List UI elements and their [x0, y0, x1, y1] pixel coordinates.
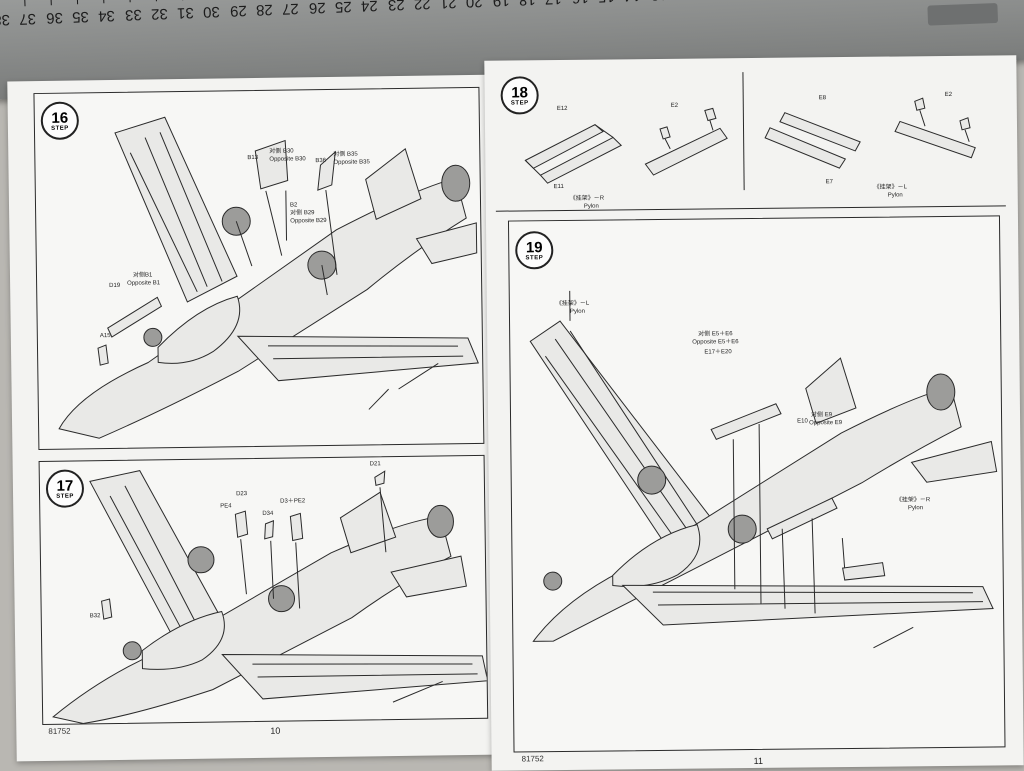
kit-code: 81752 — [48, 727, 70, 736]
ruler-tick — [156, 0, 157, 1]
label-e5-e6-opposite: Opposite E5＋E6 — [692, 339, 738, 346]
ruler-number: 14 — [624, 0, 641, 4]
ruler-tick — [24, 0, 25, 6]
ruler-number: 34 — [98, 7, 115, 25]
label-e17-e20: E17＋E20 — [704, 349, 731, 356]
kit-code: 81752 — [522, 754, 544, 763]
page-number: 11 — [754, 756, 763, 766]
ruler-number: 38 — [0, 11, 10, 29]
ruler-number: 22 — [413, 0, 430, 12]
label-b13: B13 — [247, 155, 258, 162]
ruler-number: 30 — [203, 3, 220, 21]
label-d1: 对侧B1 — [133, 272, 152, 279]
label-b36: B36 — [315, 158, 326, 165]
ruler-tick — [51, 0, 52, 5]
ruler-number: 19 — [492, 0, 509, 9]
label-b35-opposite: Opposite B35 — [333, 159, 369, 167]
step-18-pylon-illustration — [494, 65, 1005, 210]
ruler-number: 11 — [702, 0, 718, 1]
label-d3-pe2: D3＋PE2 — [280, 498, 305, 505]
label-pylon-r: 《挂架》－R — [570, 196, 604, 203]
label-a15: A15 — [100, 333, 111, 340]
ruler-number: 20 — [466, 0, 483, 10]
label-e10: E10 — [797, 418, 808, 425]
label-pylon-r-en: Pylon — [908, 505, 923, 512]
label-pylon-l: 《挂架》－L — [556, 301, 589, 308]
label-b30-opposite: Opposite B30 — [269, 156, 305, 164]
label-pylon-l: 《挂架》－L — [874, 184, 907, 191]
label-b32: B32 — [90, 613, 101, 620]
ruler-number: 28 — [256, 1, 273, 19]
label-d23: D23 — [236, 491, 247, 498]
ruler-number: 32 — [151, 5, 168, 23]
label-e8: E8 — [819, 95, 826, 102]
step-18-panel: 18 STEP E12 E11 E2 E8 E7 E2 — [494, 65, 1005, 211]
ruler-number: 23 — [387, 0, 404, 13]
label-pe4: PE4 — [220, 503, 231, 510]
ruler-number: 21 — [440, 0, 457, 11]
step-16-aircraft-illustration — [34, 88, 483, 449]
ruler-number: 37 — [19, 10, 36, 28]
ruler-tick — [129, 0, 130, 2]
step-19-aircraft-illustration — [509, 216, 1005, 751]
ruler-tick — [77, 0, 78, 4]
ruler-number: 25 — [335, 0, 352, 15]
ruler-number: 17 — [545, 0, 562, 7]
ruler-number: 24 — [361, 0, 378, 14]
ruler-number: 13 — [650, 0, 667, 3]
page-number: 10 — [270, 726, 280, 736]
label-e5-e6: 对侧 E5＋E6 — [698, 331, 732, 338]
step-19-panel: 19 STEP 《挂架》－L Pylon 对侧 E5＋E6 Opposite E… — [508, 215, 1006, 752]
label-pylon-l-en: Pylon — [570, 309, 585, 316]
label-e9: 对侧 E9 — [811, 412, 832, 419]
ruler-numbers: 38 37 36 35 34 33 32 31 30 29 28 27 26 25 24 23 22 21 20 19… — [0, 0, 1024, 36]
label-d34: D34 — [262, 511, 273, 518]
ruler-number: 27 — [282, 0, 299, 17]
ruler-number: 15 — [597, 0, 614, 5]
label-b2: B2 — [290, 202, 297, 209]
ruler-number: 12 — [676, 0, 693, 2]
label-d1-opposite: Opposite B1 — [127, 280, 160, 287]
step-16-panel: 16 STEP — [33, 87, 484, 450]
label-b29: 对侧 B29 — [290, 210, 314, 217]
step-17-aircraft-illustration — [40, 456, 488, 724]
label-e11: E11 — [554, 184, 564, 191]
label-b29-opposite: Opposite B29 — [290, 218, 326, 226]
label-b35: 对侧 B35 — [333, 152, 357, 159]
label-d19: D19 — [109, 283, 120, 290]
ruler-number: 29 — [229, 2, 246, 20]
ruler-number: 18 — [519, 0, 536, 8]
label-pylon-l-en: Pylon — [888, 192, 903, 199]
label-d21: D21 — [370, 461, 381, 468]
label-e7: E7 — [826, 179, 833, 186]
instruction-page-left: 16 STEP — [7, 75, 504, 762]
step-17-panel: 17 STEP D21 PE4 D23 D34 D3 — [39, 455, 489, 725]
label-e9-opposite: Opposite E9 — [809, 420, 842, 427]
label-e2-right: E2 — [945, 92, 952, 99]
ruler-number: 35 — [72, 8, 89, 26]
ruler-tick — [103, 0, 104, 3]
label-pylon-r: 《挂架》－R — [896, 497, 930, 504]
ruler-number: 31 — [177, 4, 194, 22]
label-b30: 对侧 B30 — [269, 148, 293, 155]
ruler-number: 26 — [308, 0, 325, 16]
label-pylon-r-en: Pylon — [584, 204, 599, 211]
instruction-page-right: 18 STEP E12 E11 E2 E8 E7 E2 — [484, 55, 1023, 771]
ruler-number: 16 — [571, 0, 588, 6]
ruler-logo — [927, 3, 998, 26]
label-e2-left: E2 — [671, 103, 678, 110]
ruler-number: 33 — [124, 6, 141, 24]
ruler-number: 36 — [45, 9, 62, 27]
label-e12: E12 — [557, 106, 568, 113]
